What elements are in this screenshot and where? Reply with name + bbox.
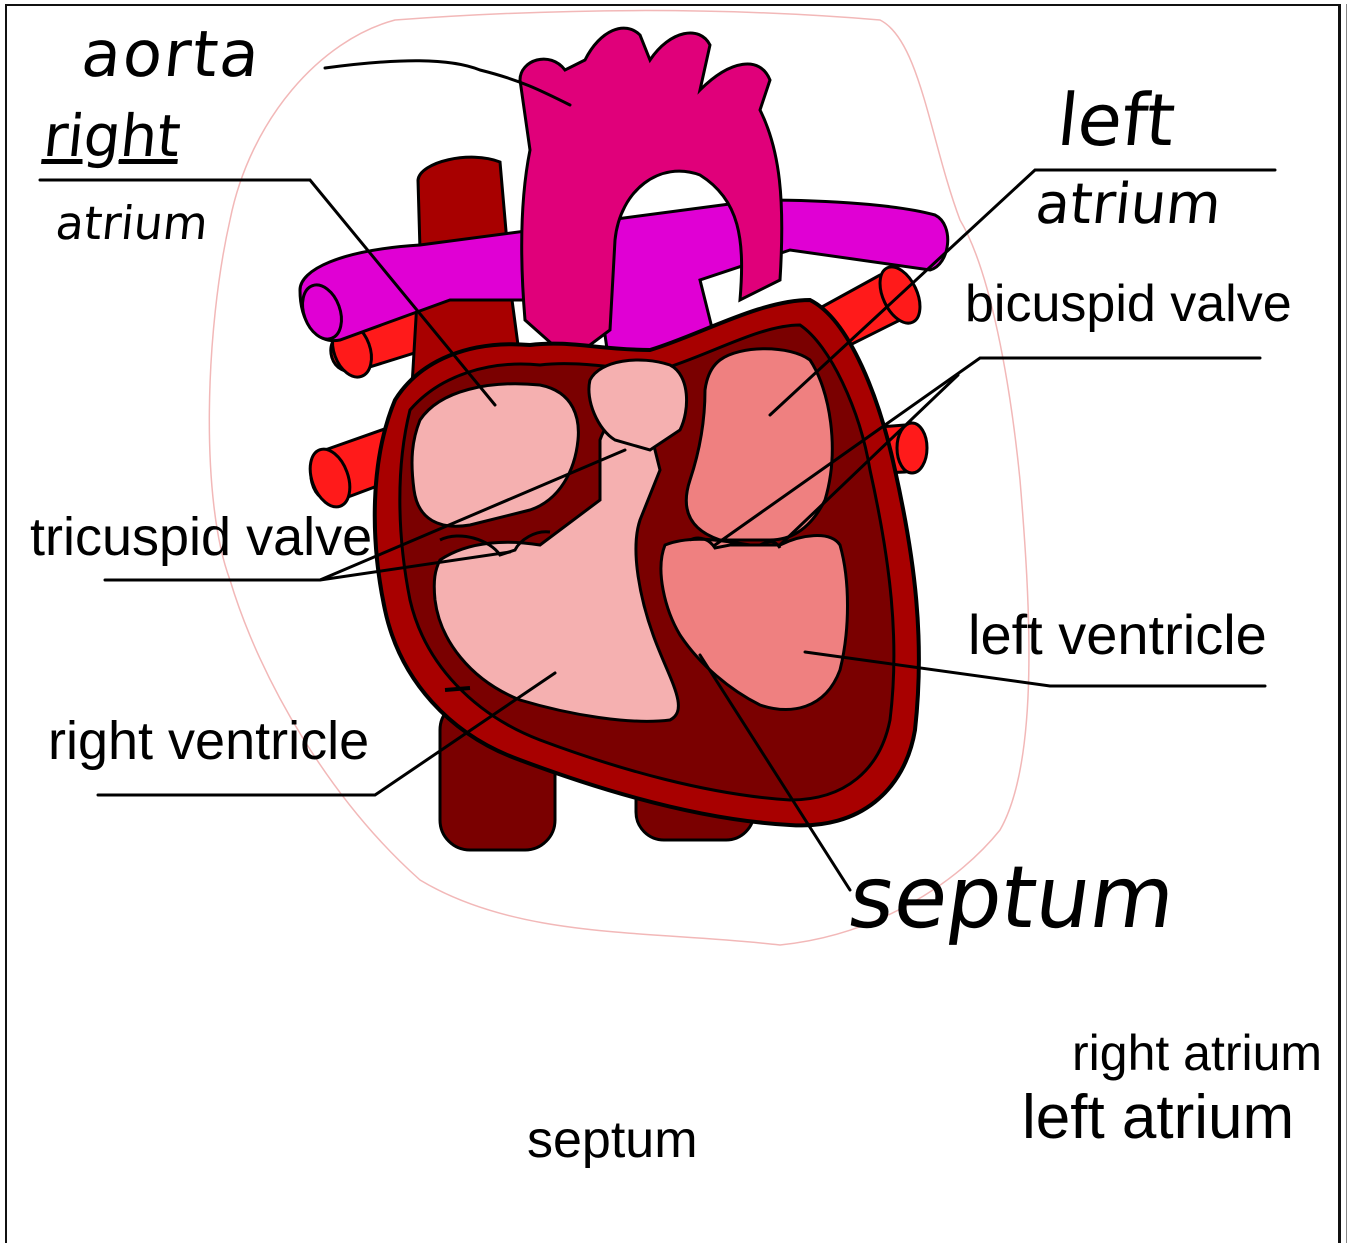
label-tricuspid-valve: tricuspid valve [30,506,372,568]
label-left-ventricle: left ventricle [968,602,1267,667]
handwritten-aorta-label: aorta [78,18,265,92]
handwritten-right-label: right [40,102,183,170]
label-right-ventricle: right ventricle [48,710,369,772]
handwritten-atrium-label-left: atrium [53,196,211,250]
handwritten-septum-label: septum [843,848,1181,948]
answer-left-atrium[interactable]: left atrium [1022,1082,1294,1153]
answer-right-atrium[interactable]: right atrium [1072,1024,1322,1082]
answer-septum[interactable]: septum [527,1110,698,1170]
label-bicuspid-valve: bicuspid valve [965,274,1292,334]
handwritten-left-label: left [1054,78,1179,162]
handwritten-atrium-label-right: atrium [1033,172,1225,237]
